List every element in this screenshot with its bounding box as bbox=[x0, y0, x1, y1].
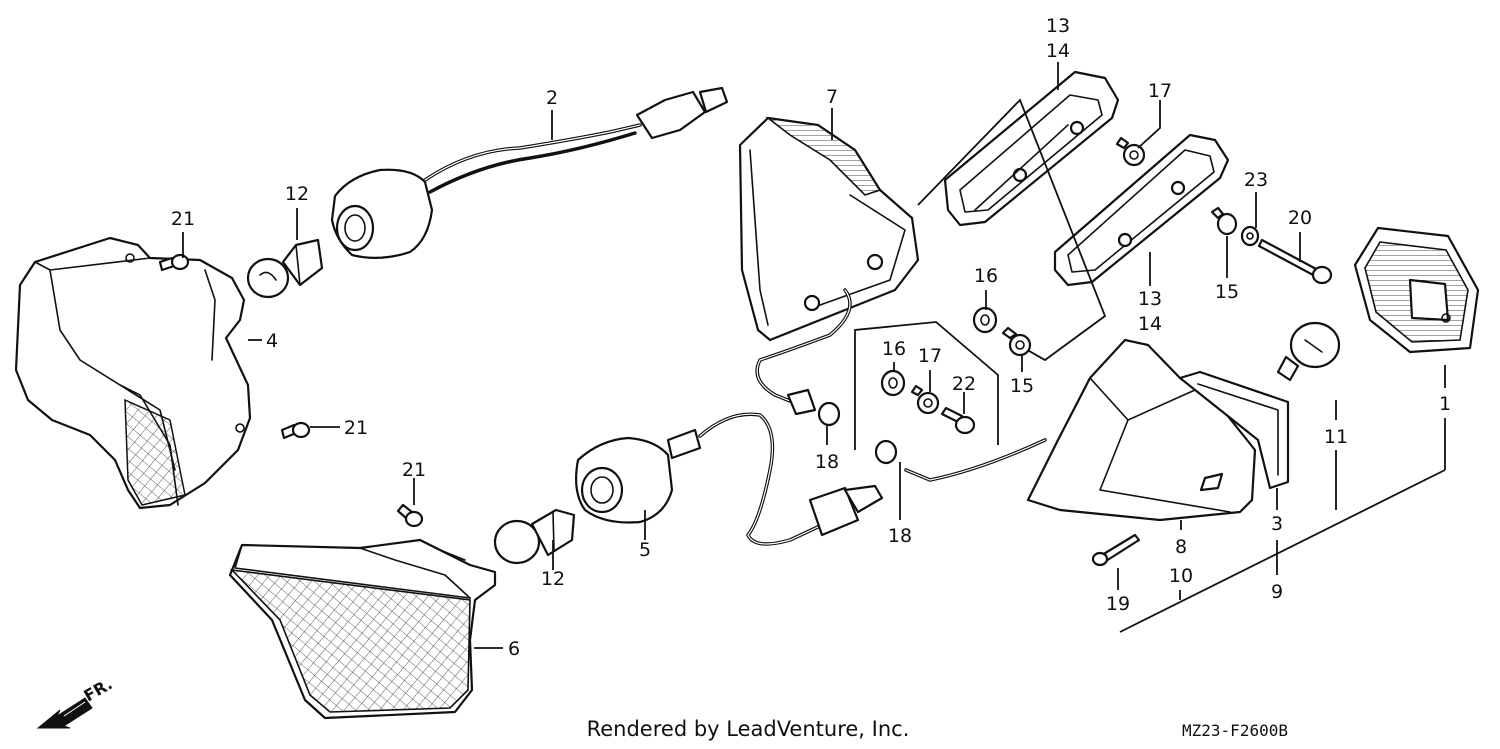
collar-17-upper bbox=[1115, 136, 1146, 167]
grommet-16-upper bbox=[972, 306, 998, 334]
rear-turn-signal-cover bbox=[738, 116, 920, 416]
callout-15-right: 15 bbox=[1215, 281, 1239, 303]
callout-21-middle: 21 bbox=[344, 417, 368, 439]
reflector-lower bbox=[1053, 133, 1230, 287]
screw-21-middle bbox=[280, 421, 311, 440]
group-outline-fasteners bbox=[854, 321, 999, 450]
collar-15-upper bbox=[1001, 326, 1032, 357]
render-credit: Rendered by LeadVenture, Inc. bbox=[587, 717, 910, 741]
callout-labels: 1 2 3 4 5 6 7 8 9 10 11 12 12 13 14 13 1… bbox=[171, 15, 1451, 660]
screw-21-bottom bbox=[396, 503, 424, 528]
callout-6: 6 bbox=[508, 638, 520, 660]
front-turn-signal-housing-left bbox=[14, 236, 252, 510]
callout-16-lower: 16 bbox=[882, 338, 906, 360]
callout-23: 23 bbox=[1244, 169, 1268, 191]
callout-1: 1 bbox=[1439, 393, 1451, 415]
bulb-right bbox=[1276, 321, 1341, 382]
callout-19: 19 bbox=[1106, 593, 1130, 615]
rear-light-housing bbox=[904, 338, 1257, 522]
callout-9: 9 bbox=[1271, 581, 1283, 603]
callout-18-right: 18 bbox=[888, 525, 912, 547]
callout-3: 3 bbox=[1271, 513, 1283, 535]
leader-lines bbox=[182, 62, 1446, 649]
callout-2: 2 bbox=[546, 87, 558, 109]
socket-with-harness-upper bbox=[330, 86, 729, 259]
rear-lens bbox=[1353, 226, 1480, 354]
screw-20 bbox=[1257, 238, 1333, 285]
reflector-upper bbox=[943, 70, 1120, 227]
grommet-18-right bbox=[874, 439, 898, 465]
callout-14-lower: 14 bbox=[1138, 313, 1162, 335]
callout-13-lower: 13 bbox=[1138, 288, 1162, 310]
callout-7: 7 bbox=[826, 86, 838, 108]
front-direction-arrow: FR. bbox=[36, 674, 116, 729]
callout-4: 4 bbox=[266, 330, 278, 352]
callout-12-upper: 12 bbox=[285, 183, 309, 205]
callout-14-upper: 14 bbox=[1046, 40, 1070, 62]
grommet-16-lower bbox=[880, 369, 906, 397]
callout-17-upper: 17 bbox=[1148, 80, 1172, 102]
collar-15-right bbox=[1210, 206, 1238, 236]
grommet-18-left bbox=[817, 401, 841, 427]
screw-21-top bbox=[158, 253, 190, 272]
callout-8: 8 bbox=[1175, 536, 1187, 558]
callout-13-upper: 13 bbox=[1046, 15, 1070, 37]
callout-18-left: 18 bbox=[815, 451, 839, 473]
callout-21-top: 21 bbox=[171, 208, 195, 230]
washer-23 bbox=[1240, 225, 1260, 247]
collar-17-lower bbox=[910, 384, 940, 415]
callout-10: 10 bbox=[1169, 565, 1193, 587]
callout-20: 20 bbox=[1288, 207, 1312, 229]
callout-21-bottom: 21 bbox=[402, 459, 426, 481]
screw-19 bbox=[1091, 533, 1141, 567]
diagram-code: MZ23-F2600B bbox=[1182, 721, 1288, 740]
bulb-lower bbox=[493, 508, 576, 565]
screw-22 bbox=[940, 406, 976, 435]
callout-11: 11 bbox=[1324, 426, 1348, 448]
callout-17-lower: 17 bbox=[918, 345, 942, 367]
callout-22: 22 bbox=[952, 373, 976, 395]
socket-with-harness-lower bbox=[575, 412, 884, 546]
callout-5: 5 bbox=[639, 539, 651, 561]
bulb-upper bbox=[246, 238, 324, 299]
callout-15-center: 15 bbox=[1010, 375, 1034, 397]
group-outline-reflectors bbox=[917, 98, 1107, 362]
callout-16-upper: 16 bbox=[974, 265, 998, 287]
callout-12-lower: 12 bbox=[541, 568, 565, 590]
gasket bbox=[1178, 370, 1290, 490]
front-turn-signal-lens bbox=[228, 538, 497, 720]
